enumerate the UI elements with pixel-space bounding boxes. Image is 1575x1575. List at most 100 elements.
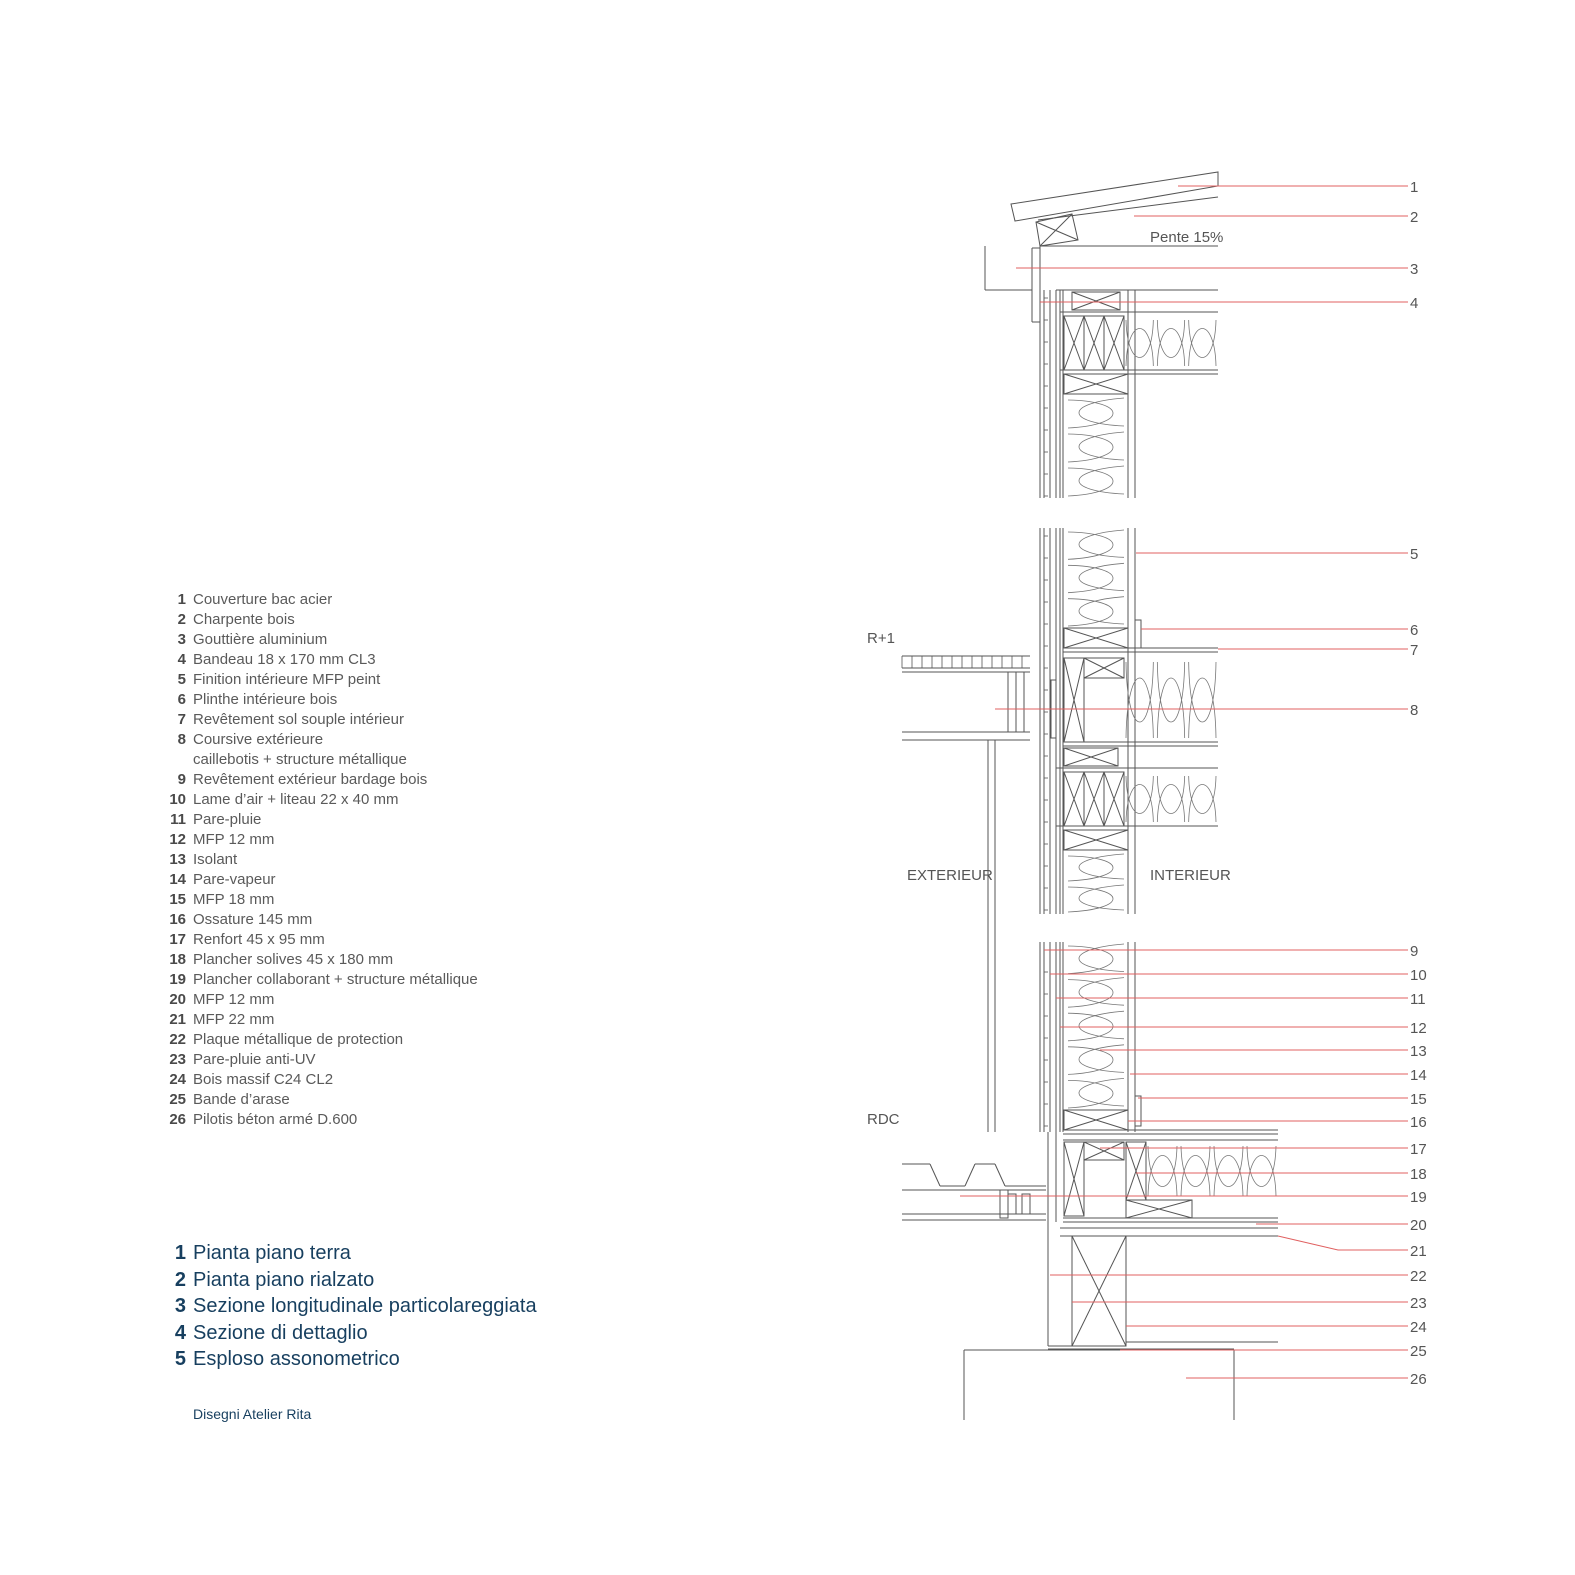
section-line <box>1037 196 1219 221</box>
legend-text-line: Plaque métallique de protection <box>193 1031 404 1048</box>
insulation-loop <box>1067 529 1125 560</box>
legend-number: 11 <box>170 811 186 828</box>
insulation-loop <box>1147 1145 1178 1197</box>
legend-item: 22 Plaque métallique de protection <box>160 1030 478 1050</box>
insulation-pattern <box>1147 1145 1277 1197</box>
insulation-loop <box>1180 1145 1211 1197</box>
callout-number: 4 <box>1410 295 1418 312</box>
drawing-number: 5 <box>174 1348 186 1370</box>
legend-item: 12 MFP 12 mm <box>160 830 478 850</box>
insulation-loop <box>1067 1044 1125 1075</box>
section-line <box>929 1163 941 1187</box>
section-member <box>1015 671 1025 733</box>
section-line <box>1063 1109 1129 1131</box>
callout-number: 22 <box>1410 1268 1427 1285</box>
legend-number: 8 <box>177 731 186 748</box>
section-label-interior: INTERIEUR <box>1150 867 1231 884</box>
section-line <box>1063 315 1085 371</box>
section-member <box>1063 373 1129 395</box>
section-line <box>1083 1141 1125 1161</box>
drawing-label: Esploso assonometrico <box>193 1348 400 1370</box>
roof-purlin <box>1035 213 1079 247</box>
insulation-loop <box>1156 775 1186 823</box>
legend-text: Lame d’air + liteau 22 x 40 mm <box>193 790 399 810</box>
legend-number: 3 <box>177 631 186 648</box>
legend-number: 14 <box>169 871 186 888</box>
legend-text: Finition intérieure MFP peint <box>193 670 380 690</box>
section-member <box>1134 1095 1142 1127</box>
callout-number: 25 <box>1410 1343 1427 1360</box>
insulation-pattern <box>1067 853 1125 913</box>
legend-text-line: Plancher solives 45 x 180 mm <box>193 951 394 968</box>
callout-number: 7 <box>1410 642 1418 659</box>
insulation-loop <box>1067 465 1125 497</box>
section-member <box>1063 747 1119 767</box>
legend-number: 22 <box>169 1031 186 1048</box>
insulation-loop <box>1125 319 1154 367</box>
section-member <box>1007 671 1017 733</box>
legend-number: 12 <box>169 831 186 848</box>
callout-number: 24 <box>1410 1319 1427 1336</box>
legend-number: 21 <box>169 1011 186 1028</box>
legend-text-line: MFP 12 mm <box>193 831 275 848</box>
legend-text: Pare-vapeur <box>193 870 276 890</box>
callout-number: 18 <box>1410 1166 1427 1183</box>
drawing-number: 4 <box>174 1321 186 1344</box>
callout-number: 9 <box>1410 943 1418 960</box>
legend-text: MFP 12 mm <box>193 830 274 850</box>
section-line <box>1103 315 1125 371</box>
section-line <box>994 1163 1006 1187</box>
callout-number: 21 <box>1410 1243 1427 1260</box>
cladding-battens <box>1044 949 1048 1127</box>
insulation-loop <box>1125 661 1154 739</box>
callout-number: 5 <box>1410 546 1418 563</box>
legend-text-line: Pilotis béton armé D.600 <box>193 1111 358 1128</box>
legend-text: Pare-pluie <box>193 810 261 830</box>
callout-number: 20 <box>1410 1217 1427 1234</box>
drawing-number: 1 <box>174 1242 186 1264</box>
legend-text-line: Revêtement extérieur bardage bois <box>193 771 428 788</box>
drawing-label: Sezione longitudinale particolareggiata <box>193 1295 537 1317</box>
callout-number: 17 <box>1410 1141 1427 1158</box>
drawing-number: 2 <box>174 1268 186 1291</box>
legend-text-line: Bandeau 18 x 170 mm CL3 <box>193 651 376 668</box>
insulation-pattern <box>1067 943 1125 1109</box>
legend-text: Pilotis béton armé D.600 <box>193 1110 357 1130</box>
section-linework <box>901 171 1278 1420</box>
insulation-loop <box>1067 853 1125 882</box>
legend-text-line: MFP 18 mm <box>193 891 275 908</box>
section-member <box>1071 1235 1127 1347</box>
section-member <box>1063 829 1129 851</box>
legend-text: MFP 12 mm <box>193 990 274 1010</box>
callout-leader <box>1277 1235 1408 1251</box>
section-line <box>1083 771 1105 827</box>
callout-number: 8 <box>1410 702 1418 719</box>
legend-text-line: MFP 22 mm <box>193 1011 275 1028</box>
insulation-loop <box>1188 319 1217 367</box>
section-line <box>1071 291 1121 311</box>
section-label-level-ground: RDC <box>867 1111 900 1128</box>
legend-text-line: Renfort 45 x 95 mm <box>193 931 325 948</box>
legend-text: Bande d’arase <box>193 1090 290 1110</box>
insulation-pattern <box>1067 397 1125 497</box>
legend-item: 14 Pare-vapeur <box>160 870 478 890</box>
callout-number: 1 <box>1410 179 1418 196</box>
legend-text-line: Isolant <box>193 851 238 868</box>
section-line <box>1083 657 1125 679</box>
insulation-loop <box>1188 661 1217 739</box>
section-line <box>1103 771 1125 827</box>
drawing-item: 5 Esploso assonometrico <box>164 1346 537 1373</box>
legend-number: 25 <box>169 1091 186 1108</box>
legend-item: 25 Bande d’arase <box>160 1090 478 1110</box>
callout-number: 23 <box>1410 1295 1427 1312</box>
legend-text: Isolant <box>193 850 237 870</box>
